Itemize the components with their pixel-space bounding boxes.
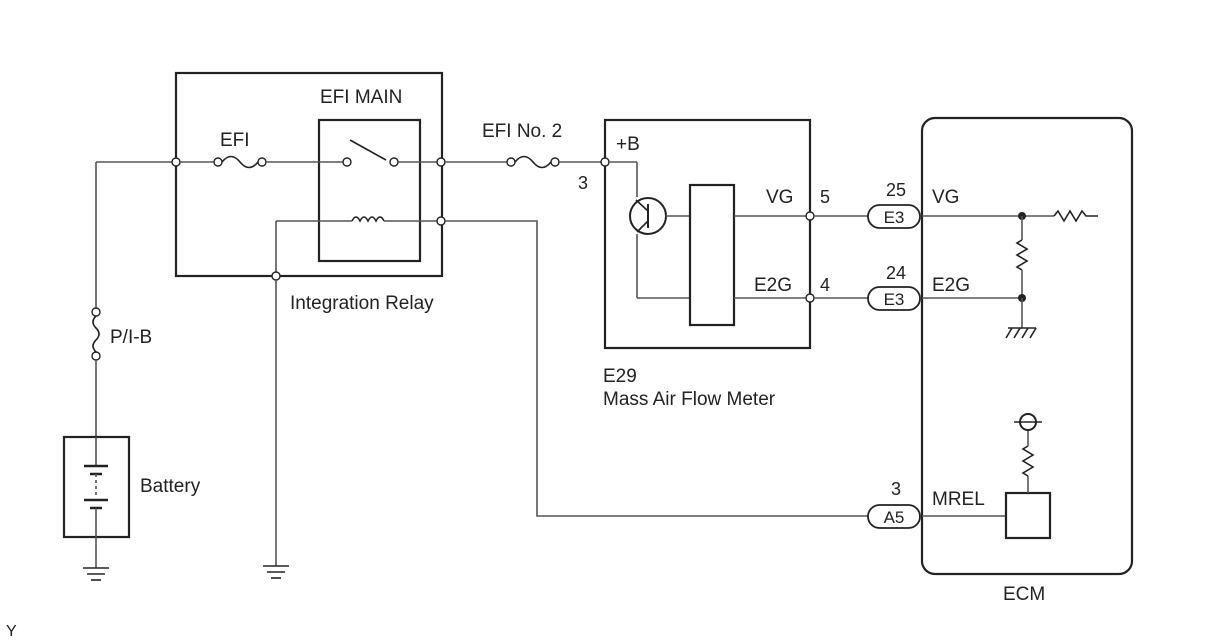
ecm: VG E2G MREL ECM xyxy=(920,116,1134,605)
efi2-circuit: EFI No. 2 xyxy=(445,121,601,169)
efi-fuse-icon xyxy=(221,155,259,169)
connector-mrel-pin: 3 xyxy=(891,479,901,499)
vg-resistor-icon xyxy=(1053,209,1098,223)
maf-box xyxy=(603,118,812,350)
relay-coil-icon xyxy=(351,216,385,223)
mrel-pullup-resistor-icon xyxy=(1021,445,1035,477)
connector-vg: E3 25 xyxy=(867,180,921,229)
relay-box xyxy=(174,71,444,278)
mass-air-flow-meter: +B 3 VG E2G 5 4 E29 Mass Air Flow Meter xyxy=(578,118,830,410)
connector-mrel-code: A5 xyxy=(884,508,905,527)
maf-sensor-element xyxy=(688,183,736,327)
maf-vg-label: VG xyxy=(766,187,793,208)
mrel-driver-box xyxy=(1004,491,1052,540)
efi-fuse-label: EFI xyxy=(220,130,250,151)
pib-fuse-label: P/I-B xyxy=(110,327,152,348)
mrel-wire xyxy=(445,220,868,517)
relay-inner-box xyxy=(317,118,422,263)
corner-mark: Y xyxy=(6,623,17,640)
connector-mrel: A5 3 xyxy=(867,479,921,529)
relay-name-label: Integration Relay xyxy=(290,293,434,314)
ecm-vg-label: VG xyxy=(932,187,959,208)
ecm-resistor-icon xyxy=(1015,239,1029,271)
maf-code-label: E29 xyxy=(603,366,637,387)
efi2-fuse-label: EFI No. 2 xyxy=(482,121,562,142)
battery-label: Battery xyxy=(140,476,201,497)
connector-e2g-pin: 24 xyxy=(886,263,906,283)
ecm-mrel-label: MREL xyxy=(932,489,985,510)
transistor-icon xyxy=(629,197,667,235)
connector-e2g: E3 24 xyxy=(867,263,921,311)
battery-icon xyxy=(84,437,108,537)
maf-pin-plus-b: 3 xyxy=(578,173,588,193)
relay-switch-icon xyxy=(349,139,387,161)
battery-circuit: P/I-B Battery xyxy=(62,161,201,581)
maf-pin-vg: 5 xyxy=(820,187,830,207)
relay-title: EFI MAIN xyxy=(320,87,402,108)
ecm-chassis-ground-icon xyxy=(1005,327,1037,339)
connector-vg-pin: 25 xyxy=(886,180,906,200)
ecm-e2g-label: E2G xyxy=(932,275,970,296)
integration-relay: EFI MAIN EFI Integration Relay xyxy=(171,71,446,579)
maf-name-label: Mass Air Flow Meter xyxy=(603,389,776,410)
ecm-box xyxy=(920,116,1134,576)
maf-pin-e2g: 4 xyxy=(820,275,830,295)
battery-ground-icon xyxy=(83,567,109,581)
maf-e2g-label: E2G xyxy=(754,275,792,296)
power-supply-icon xyxy=(1014,413,1042,431)
connector-e2g-code: E3 xyxy=(884,290,905,309)
pib-fuse-icon xyxy=(92,315,100,353)
relay-ground-icon xyxy=(263,565,289,579)
maf-plus-b-label: +B xyxy=(616,134,640,155)
connector-vg-code: E3 xyxy=(884,208,905,227)
ecm-name-label: ECM xyxy=(1003,584,1045,605)
efi2-fuse-icon xyxy=(514,155,552,169)
